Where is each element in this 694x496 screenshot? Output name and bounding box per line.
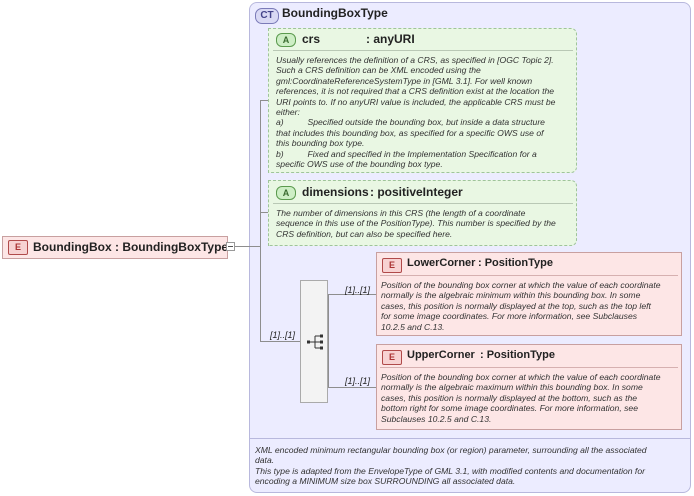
attribute-crs-divider	[273, 50, 573, 51]
root-element-badge: E	[8, 240, 28, 255]
complex-type-badge: CT	[255, 8, 279, 24]
doc-line: bottom right for some image coordinates.…	[381, 403, 638, 414]
doc-line: cases, this position is normally display…	[381, 392, 638, 403]
collapse-toggle-icon[interactable]	[226, 242, 235, 251]
sequence-multiplicity: [1]..[1]	[270, 330, 296, 340]
element-lowercorner-badge: E	[382, 258, 402, 273]
attribute-dimensions-divider	[273, 203, 573, 204]
attribute-crs-type: : anyURI	[366, 32, 415, 46]
doc-line: CRS definition, but can also be specifie…	[276, 228, 453, 239]
element-lowercorner-name: LowerCorner	[407, 257, 476, 269]
sequence-connector	[260, 341, 300, 342]
complex-type-name: BoundingBoxType	[282, 6, 388, 20]
attribute-crs-badge: A	[276, 33, 296, 47]
doc-line: URI points to. If no anyURI value is inc…	[276, 96, 556, 107]
complex-type-doc: XML encoded minimum rectangular bounding…	[255, 445, 687, 487]
element-lowercorner-type: : PositionType	[478, 257, 553, 269]
doc-line: data.	[255, 455, 275, 466]
attribute-crs-doc: Usually references the definition of a C…	[276, 55, 576, 169]
root-connector	[235, 246, 261, 247]
doc-line: Subclauses 10.2.5 and C.13.	[381, 413, 492, 424]
doc-line: normally is the algebraic maximum within…	[381, 382, 643, 393]
sequence-icon	[307, 334, 323, 350]
type-doc-divider	[250, 438, 690, 439]
lowercorner-multiplicity: [1]..[1]	[345, 285, 371, 295]
doc-line: XML encoded minimum rectangular bounding…	[255, 445, 647, 455]
element-uppercorner-divider	[380, 367, 678, 368]
doc-line: b) Fixed and specified in the Implementa…	[276, 148, 537, 159]
sequence-branch	[328, 294, 329, 388]
attribute-crs-name: crs	[302, 32, 321, 46]
doc-line: for some image coordinates. For more inf…	[381, 311, 638, 322]
doc-line: gml:CoordinateReferenceSystemType in [GM…	[276, 75, 533, 86]
root-element-label: BoundingBox : BoundingBoxType	[33, 240, 229, 254]
doc-line: Position of the bounding box corner at w…	[381, 372, 661, 382]
attribute-crs-box[interactable]	[268, 28, 577, 173]
sequence-compositor[interactable]	[300, 280, 328, 403]
doc-line: normally is the algebraic minimum within…	[381, 290, 641, 301]
doc-line: either:	[276, 107, 300, 118]
element-uppercorner-name: UpperCorner	[407, 349, 475, 361]
doc-line: 10.2.5 and C.13.	[381, 321, 445, 332]
attribute-dimensions-box[interactable]	[268, 180, 577, 246]
doc-line: this bounding box type.	[276, 138, 365, 149]
attribute-dimensions-doc: The number of dimensions in this CRS (th…	[276, 208, 576, 239]
element-uppercorner-badge: E	[382, 350, 402, 365]
dimensions-connector	[260, 212, 270, 213]
element-uppercorner-box[interactable]	[376, 344, 682, 430]
uppercorner-multiplicity: [1]..[1]	[345, 376, 371, 386]
element-lowercorner-doc: Position of the bounding box corner at w…	[381, 280, 683, 332]
doc-line: specific OWS use of the bounding box typ…	[276, 159, 443, 170]
doc-line: Position of the bounding box corner at w…	[381, 280, 661, 290]
doc-line: Such a CRS definition can be XML encoded…	[276, 65, 481, 76]
element-uppercorner-type: : PositionType	[480, 349, 555, 361]
element-uppercorner-doc: Position of the bounding box corner at w…	[381, 372, 683, 424]
crs-connector	[260, 100, 270, 101]
uppercorner-connector	[328, 387, 376, 388]
doc-line: This type is adapted from the EnvelopeTy…	[255, 465, 645, 476]
element-lowercorner-divider	[380, 275, 678, 276]
doc-line: Usually references the definition of a C…	[276, 55, 554, 65]
doc-line: encoding a MINIMUM size box SURROUNDING …	[255, 476, 516, 487]
doc-line: cases, this position is normally display…	[381, 300, 651, 311]
attribute-dimensions-type: : positiveInteger	[370, 185, 463, 199]
lowercorner-connector	[328, 294, 376, 295]
trunk-line	[260, 100, 261, 342]
doc-line: that includes this bounding box, as spec…	[276, 127, 544, 138]
doc-line: sequence in this use of the PositionType…	[276, 218, 556, 229]
doc-line: The number of dimensions in this CRS (th…	[276, 208, 526, 218]
attribute-dimensions-badge: A	[276, 186, 296, 200]
attribute-dimensions-name: dimensions	[302, 185, 369, 199]
element-lowercorner-box[interactable]	[376, 252, 682, 336]
doc-line: references, it is not required that a CR…	[276, 86, 555, 97]
doc-line: a) Specified outside the bounding box, b…	[276, 117, 545, 128]
